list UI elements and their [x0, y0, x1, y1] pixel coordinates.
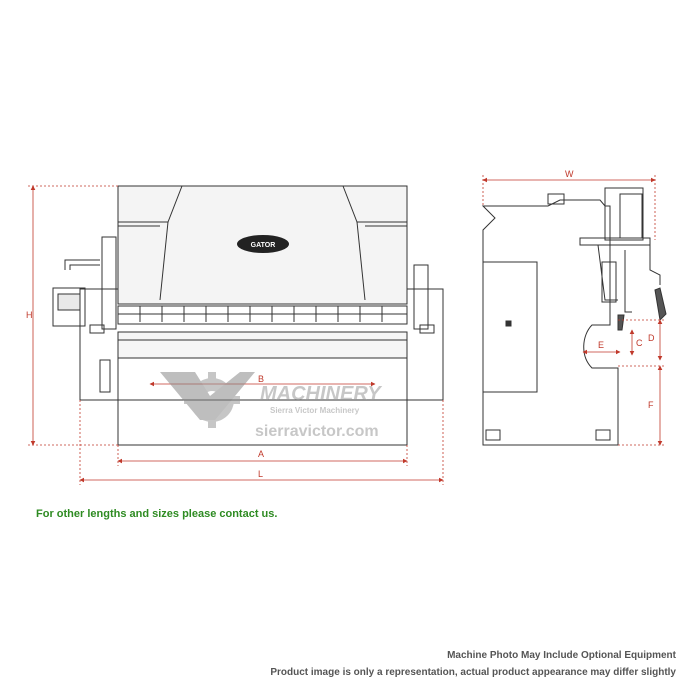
- sv-logo-mark: [160, 372, 255, 420]
- contact-note: For other lengths and sizes please conta…: [36, 508, 278, 520]
- side-punch: [617, 314, 625, 331]
- optional-equipment-note: Machine Photo May Include Optional Equip…: [447, 650, 676, 661]
- foot-pedal: [99, 359, 111, 393]
- dim-e-label: E: [598, 340, 604, 350]
- representation-note: Product image is only a representation, …: [270, 667, 676, 678]
- brand-badge-text: GATOR: [251, 242, 276, 249]
- side-view: [481, 187, 667, 446]
- watermark-brand: MACHINERY: [260, 383, 382, 405]
- dim-a-label: A: [258, 449, 264, 459]
- lower-bed: [117, 331, 408, 359]
- right-side-rail: [413, 264, 429, 330]
- lower-frame: [117, 357, 408, 446]
- dim-d-label: D: [648, 333, 655, 343]
- watermark-website: sierravictor.com: [255, 423, 379, 440]
- front-view: [52, 185, 444, 446]
- side-motor-box: [604, 187, 644, 241]
- control-panel: [52, 287, 86, 327]
- side-pedal: [654, 287, 667, 322]
- watermark-company: Sierra Victor Machinery: [270, 406, 360, 415]
- side-frame: [481, 199, 619, 446]
- left-side-rail: [101, 236, 117, 330]
- dim-w-label: W: [565, 169, 574, 179]
- side-door: [482, 261, 538, 393]
- upper-ram: [117, 185, 408, 305]
- side-dimensions: [482, 175, 666, 446]
- watermark: MACHINERY Sierra Victor Machinery sierra…: [160, 372, 382, 440]
- dim-l-label: L: [258, 469, 263, 479]
- dim-c-label: C: [636, 338, 643, 348]
- dim-b-label: B: [258, 374, 264, 384]
- brand-badge: GATOR: [237, 235, 289, 253]
- dim-f-label: F: [648, 400, 654, 410]
- dim-h-label: H: [26, 310, 33, 320]
